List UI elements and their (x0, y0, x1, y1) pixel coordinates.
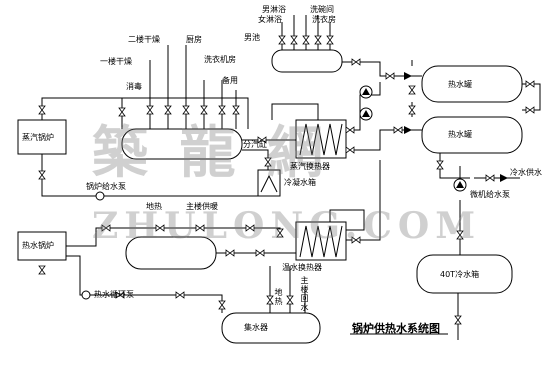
boiler-feed-pump-symbol (95, 191, 105, 201)
valve-icon (182, 105, 190, 115)
valve-icon (255, 249, 265, 257)
valve-icon (218, 105, 226, 115)
valve-icon (264, 157, 272, 167)
return-label: 主楼回水 (300, 276, 309, 312)
top-user-label: 男淋浴 (262, 5, 286, 14)
valve-icon (38, 105, 46, 115)
sub-cylinder-label: 分汽缸 (243, 140, 267, 149)
sub-cylinder (121, 128, 243, 160)
top-cylinder (271, 49, 343, 73)
steam-user-label: 备用 (222, 76, 238, 85)
valve-icon (146, 105, 154, 115)
valve-icon (314, 35, 322, 45)
valve-icon (525, 80, 535, 88)
cold-water-supply-label: 冷水供水 (510, 168, 542, 177)
hot-water-boiler-label: 热水锅炉 (22, 241, 54, 250)
top-user-label: 女淋浴 (258, 15, 282, 24)
steam-user-label: 一楼干燥 (100, 57, 132, 66)
valve-icon (118, 107, 126, 117)
condensate-tank-shape (257, 169, 281, 197)
hot-water-heat-exchanger-label: 温水换热器 (282, 263, 322, 272)
collector-label: 集水器 (244, 323, 268, 332)
watermark-top: 築 龍 網 (92, 120, 329, 186)
diagram-title: 锅炉供热水系统图 (352, 322, 440, 335)
valve-icon (454, 315, 462, 325)
valve-icon (232, 105, 240, 115)
valve-icon (101, 224, 111, 232)
valve-icon (278, 35, 286, 45)
top-user-label: 洗衣房 (312, 15, 336, 24)
valve-icon (38, 170, 46, 180)
valve-icon (525, 106, 535, 114)
valve-icon (408, 85, 416, 95)
steam-user-label: 二楼干燥 (128, 35, 160, 44)
valve-icon (195, 224, 205, 232)
valve-icon (164, 105, 172, 115)
condensate-tank-label: 冷凝水箱 (284, 178, 316, 187)
valve-icon (351, 236, 361, 244)
steam-user-label: 厨房 (186, 35, 202, 44)
hot-water-circ-pump-label: 热水循环泵 (94, 290, 134, 299)
hot-water-circ-pump-symbol (81, 290, 91, 300)
valve-icon (326, 35, 334, 45)
watermark-bottom: ZHULONG.COM (92, 205, 482, 247)
valve-icon (485, 174, 495, 182)
valve-icon (345, 126, 355, 134)
valve-icon (257, 136, 267, 144)
valve-icon (200, 105, 208, 115)
valve-icon (225, 249, 235, 257)
top-user-label: 洗碗间 (310, 5, 334, 14)
valve-icon (408, 105, 416, 115)
heating-label: 地热 (146, 202, 162, 211)
valve-icon (276, 228, 284, 238)
valve-icon (385, 72, 395, 80)
valve-icon (245, 224, 255, 232)
valve-icon (456, 230, 464, 240)
steam-user-label: 洗衣机房 (204, 55, 236, 64)
valve-icon (155, 224, 165, 232)
steam-user-label: 消毒 (126, 82, 142, 91)
heating-label: 主楼供暖 (186, 202, 218, 211)
steam-heat-exchanger-shape (295, 119, 347, 159)
cold-tank-shape (416, 254, 513, 294)
hot-tank-2-shape (421, 116, 523, 154)
hot-tank-1-label: 热水罐 (448, 80, 472, 89)
valve-icon (302, 35, 310, 45)
hot-tank-2-label: 热水罐 (448, 130, 472, 139)
hot-tank-1-shape (421, 65, 523, 103)
return-label: 地热 (274, 288, 283, 306)
steam-boiler-label: 蒸汽锅炉 (22, 133, 54, 142)
unit-feed-pump-label: 微机给水泵 (470, 190, 510, 199)
valve-icon (436, 160, 444, 170)
steam-heat-exchanger-label: 蒸汽换热器 (290, 162, 330, 171)
valve-icon (290, 35, 298, 45)
valve-icon (115, 291, 125, 299)
valve-icon (345, 146, 355, 154)
valve-icon (393, 126, 403, 134)
valve-icon (218, 300, 226, 310)
top-user-label: 男池 (244, 33, 260, 42)
cold-tank-label: 40T冷水箱 (440, 270, 480, 279)
collector-shape (221, 312, 321, 344)
valve-icon (266, 295, 274, 305)
valve-icon (175, 291, 185, 299)
cold-water-arrow (500, 174, 508, 182)
boiler-feed-pump-label: 锅炉给水泵 (86, 182, 126, 191)
valve-icon (38, 265, 46, 275)
valve-icon (286, 295, 294, 305)
hot-water-heat-exchanger-shape (295, 221, 347, 261)
valve-icon (351, 58, 361, 66)
